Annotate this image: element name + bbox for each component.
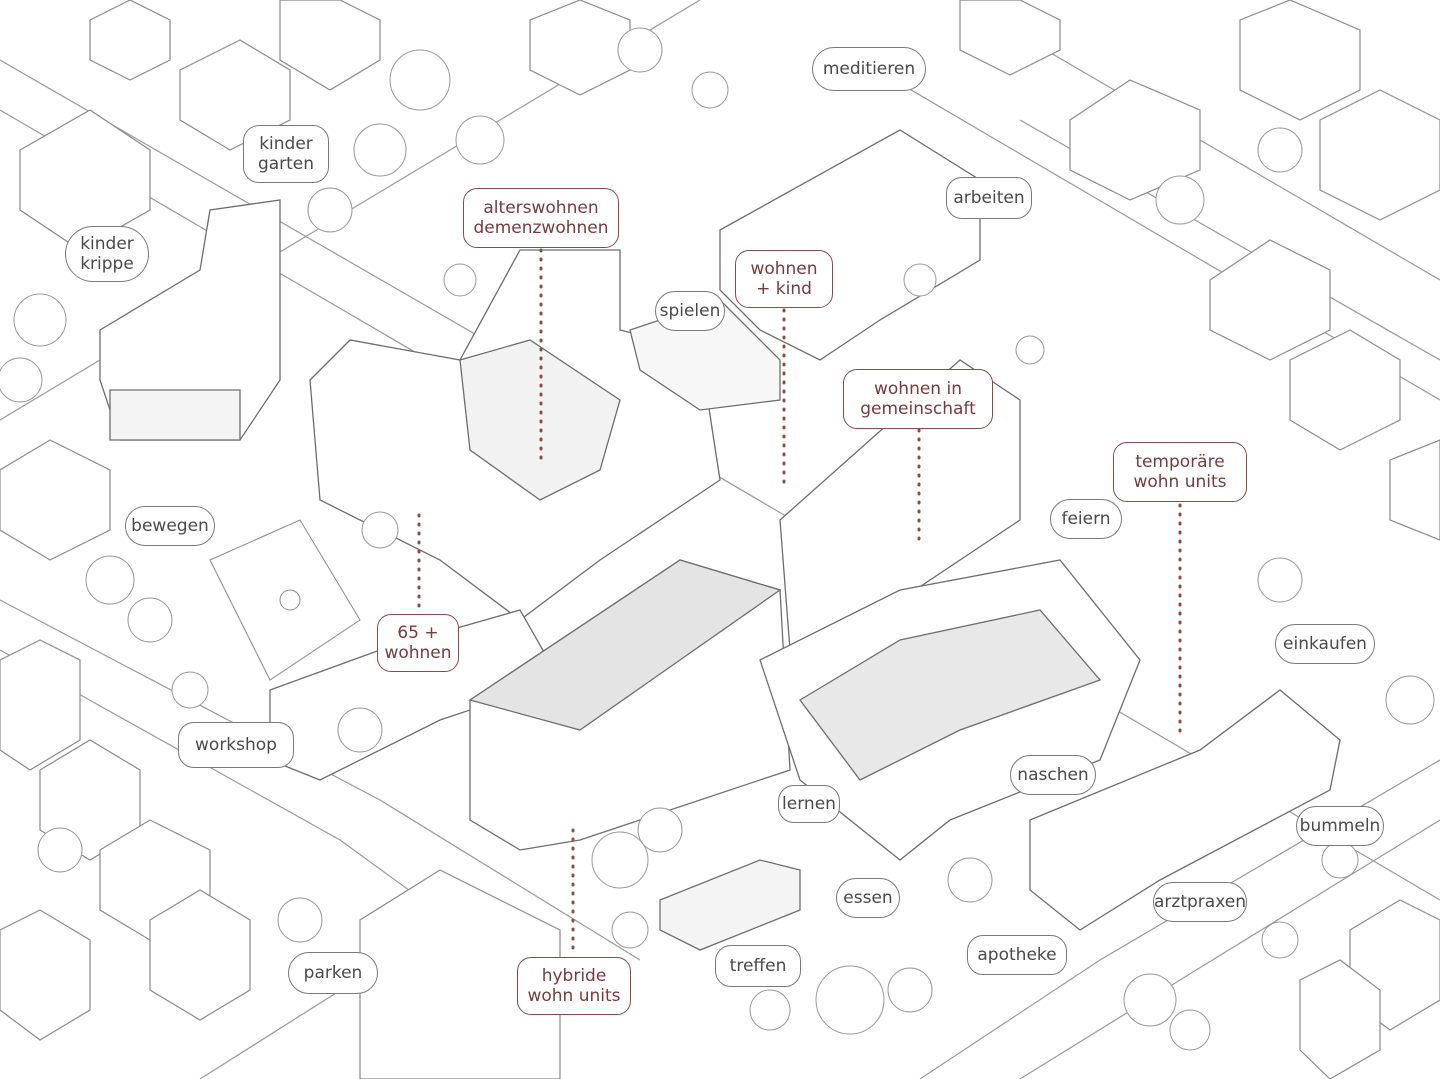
label-arbeiten: arbeiten <box>946 177 1032 219</box>
tree <box>1155 175 1205 225</box>
school-pavilion <box>659 859 801 951</box>
tree <box>591 831 649 889</box>
tree <box>815 965 885 1035</box>
house <box>1319 89 1440 221</box>
family-block <box>719 129 981 361</box>
bubble-spielen: spielen <box>655 291 725 331</box>
tree <box>617 27 663 73</box>
tree <box>337 707 383 753</box>
tree <box>903 263 937 297</box>
court-outline <box>209 519 361 681</box>
house <box>1239 0 1361 121</box>
tree <box>1015 335 1045 365</box>
tree <box>749 989 791 1031</box>
bubble-essen: essen <box>836 878 900 918</box>
label-65-wohnen: 65 + wohnen <box>377 614 459 672</box>
tree <box>1321 841 1359 879</box>
tree <box>947 857 993 903</box>
label-alterswohnen: alterswohnen demenzwohnen <box>463 188 619 248</box>
bubble-kinderkrippe: kinder krippe <box>65 226 149 282</box>
trees <box>0 27 1435 1051</box>
market-roofs <box>799 609 1102 781</box>
house <box>1069 79 1201 201</box>
hybrid-roof <box>468 559 782 731</box>
label-treffen: treffen <box>715 945 801 987</box>
tree <box>1261 921 1299 959</box>
bubble-naschen: naschen <box>1010 755 1096 795</box>
tree <box>455 115 505 165</box>
house <box>279 0 381 91</box>
house <box>19 109 151 251</box>
tree <box>307 187 353 233</box>
clinic-block <box>1029 689 1341 931</box>
bubble-arztpraxen: arztpraxen <box>1153 882 1247 922</box>
leader-lines <box>417 248 1182 957</box>
house <box>529 0 631 96</box>
label-hybride-wohn-units: hybride wohn units <box>517 957 631 1015</box>
house <box>0 639 81 771</box>
tree <box>127 597 173 643</box>
street-line <box>0 599 641 961</box>
tree <box>1257 127 1303 173</box>
kita-facade <box>109 389 241 441</box>
tree <box>37 827 83 873</box>
tree <box>361 511 399 549</box>
house <box>1289 329 1401 451</box>
tree <box>389 49 451 111</box>
label-apotheke: apotheke <box>967 935 1067 975</box>
house <box>1209 239 1331 361</box>
house <box>0 439 111 561</box>
bubble-parken: parken <box>288 952 378 994</box>
tree <box>1385 675 1435 725</box>
tree <box>611 911 649 949</box>
bubble-bewegen: bewegen <box>125 506 215 546</box>
house <box>179 39 291 151</box>
house <box>959 0 1061 76</box>
label-temporaere-wohn-units: temporäre wohn units <box>1113 442 1247 502</box>
kita-building <box>99 199 281 441</box>
sports-court <box>209 519 361 681</box>
tree <box>13 293 67 347</box>
bubble-einkaufen: einkaufen <box>1275 624 1375 664</box>
tree <box>1257 557 1303 603</box>
label-kindergarten: kinder garten <box>243 125 329 183</box>
tree <box>1169 1009 1211 1051</box>
bubble-feiern: feiern <box>1050 499 1122 539</box>
house <box>149 889 251 1021</box>
tree <box>277 897 323 943</box>
tree <box>691 71 729 109</box>
house <box>1389 439 1440 541</box>
tree <box>887 967 933 1013</box>
house <box>1299 959 1381 1079</box>
house <box>89 0 171 81</box>
house <box>0 909 91 1041</box>
label-workshop: workshop <box>178 722 294 768</box>
tree <box>0 357 43 403</box>
label-wohnen-kind: wohnen + kind <box>735 250 833 308</box>
street-line <box>1019 819 1440 1079</box>
tree <box>85 555 135 605</box>
label-lernen: lernen <box>778 785 840 823</box>
main-complex <box>99 129 1341 951</box>
tree <box>353 123 407 177</box>
label-wohnen-gemeinschaft: wohnen in gemeinschaft <box>843 369 993 429</box>
tree <box>637 807 683 853</box>
bubble-bummeln: bummeln <box>1296 806 1384 846</box>
court-center <box>279 589 301 611</box>
tree <box>443 263 477 297</box>
tree <box>171 671 209 709</box>
tree <box>1123 973 1177 1027</box>
bubble-meditieren: meditieren <box>812 47 926 91</box>
